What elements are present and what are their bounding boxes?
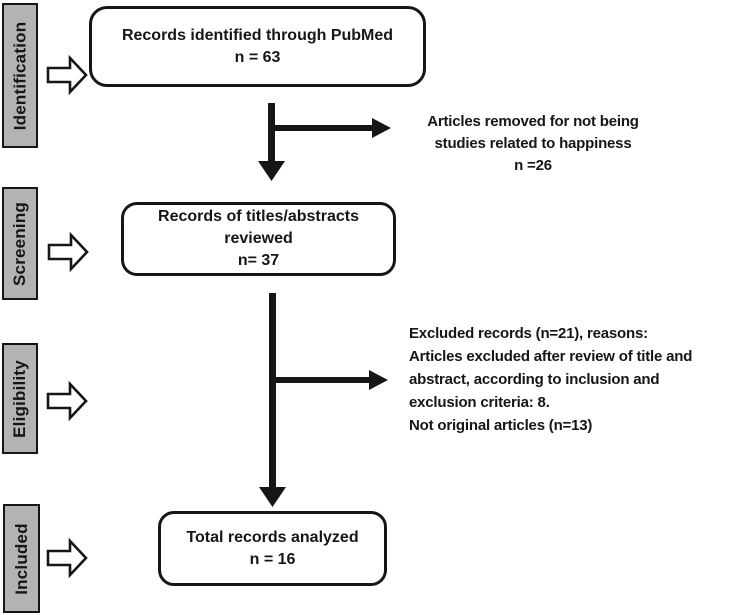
box-line: n = 63	[234, 48, 281, 66]
box-records-reviewed: Records of titles/abstracts reviewed n= …	[121, 202, 396, 276]
note-line: Not original articles (n=13)	[409, 417, 593, 434]
stage-label-eligibility: Eligibility	[2, 343, 38, 454]
box-total-analyzed: Total records analyzed n = 16	[158, 511, 387, 586]
box-line: reviewed	[224, 230, 293, 247]
stage-label-identification: Identification	[2, 3, 38, 148]
arrow-down-screening-icon	[259, 293, 286, 507]
box-line: n= 37	[237, 252, 280, 269]
note-line: Articles removed for not being	[427, 113, 639, 130]
arrow-down-identification-icon	[258, 103, 285, 181]
stage-label-text: Eligibility	[10, 359, 30, 438]
stage-label-included: Included	[3, 504, 40, 613]
note-line: abstract, according to inclusion and	[409, 371, 660, 388]
block-arrow-icon	[46, 54, 88, 96]
block-arrow-icon	[47, 231, 89, 273]
box-line: Records identified through PubMed	[121, 26, 394, 44]
note-line: Articles excluded after review of title …	[409, 348, 693, 365]
note-line: n =26	[514, 157, 552, 174]
stage-label-text: Included	[11, 522, 31, 595]
box-line: n = 16	[249, 550, 296, 568]
box-line: Records of titles/abstracts	[158, 208, 359, 225]
note-articles-removed: Articles removed for not being studies r…	[391, 111, 675, 177]
note-line: Excluded records (n=21), reasons:	[409, 325, 648, 342]
note-line: studies related to happiness	[434, 135, 632, 152]
arrow-branch-removed-icon	[272, 118, 391, 138]
box-records-identified: Records identified through PubMed n = 63	[89, 6, 426, 87]
arrow-branch-excluded-icon	[273, 370, 388, 390]
stage-label-text: Identification	[10, 21, 30, 130]
box-line: Total records analyzed	[186, 528, 359, 546]
stage-label-screening: Screening	[2, 187, 38, 300]
stage-label-text: Screening	[10, 201, 29, 286]
block-arrow-icon	[46, 380, 88, 422]
block-arrow-icon	[46, 537, 88, 579]
note-line: exclusion criteria: 8.	[409, 394, 550, 411]
note-excluded-records: Excluded records (n=21), reasons: Articl…	[409, 322, 740, 437]
